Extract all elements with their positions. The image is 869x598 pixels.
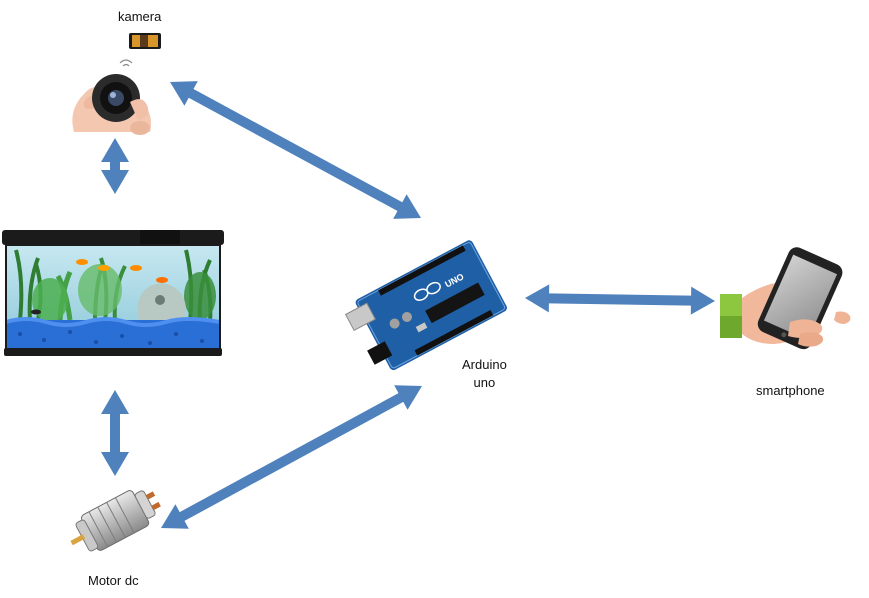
motor-label: Motor dc xyxy=(88,573,139,588)
dc-motor-icon xyxy=(70,490,161,552)
arduino-label-line2: uno xyxy=(473,374,496,390)
arrow-camera-aquarium xyxy=(101,138,129,194)
camera-icon xyxy=(72,33,161,135)
arrow-camera-arduino xyxy=(170,81,421,219)
camera-label: kamera xyxy=(118,9,162,24)
arduino-board-icon: UNO xyxy=(344,240,507,371)
aquarium-icon xyxy=(2,230,224,356)
arduino-label: Arduino uno xyxy=(462,356,507,391)
smartphone-label: smartphone xyxy=(756,383,825,398)
smartphone-hand-icon xyxy=(720,247,851,350)
arduino-label-line1: Arduino xyxy=(462,357,507,372)
arrow-aquarium-motor xyxy=(101,390,129,476)
arrow-motor-arduino xyxy=(161,385,422,529)
arrow-arduino-smartphone xyxy=(525,284,715,315)
